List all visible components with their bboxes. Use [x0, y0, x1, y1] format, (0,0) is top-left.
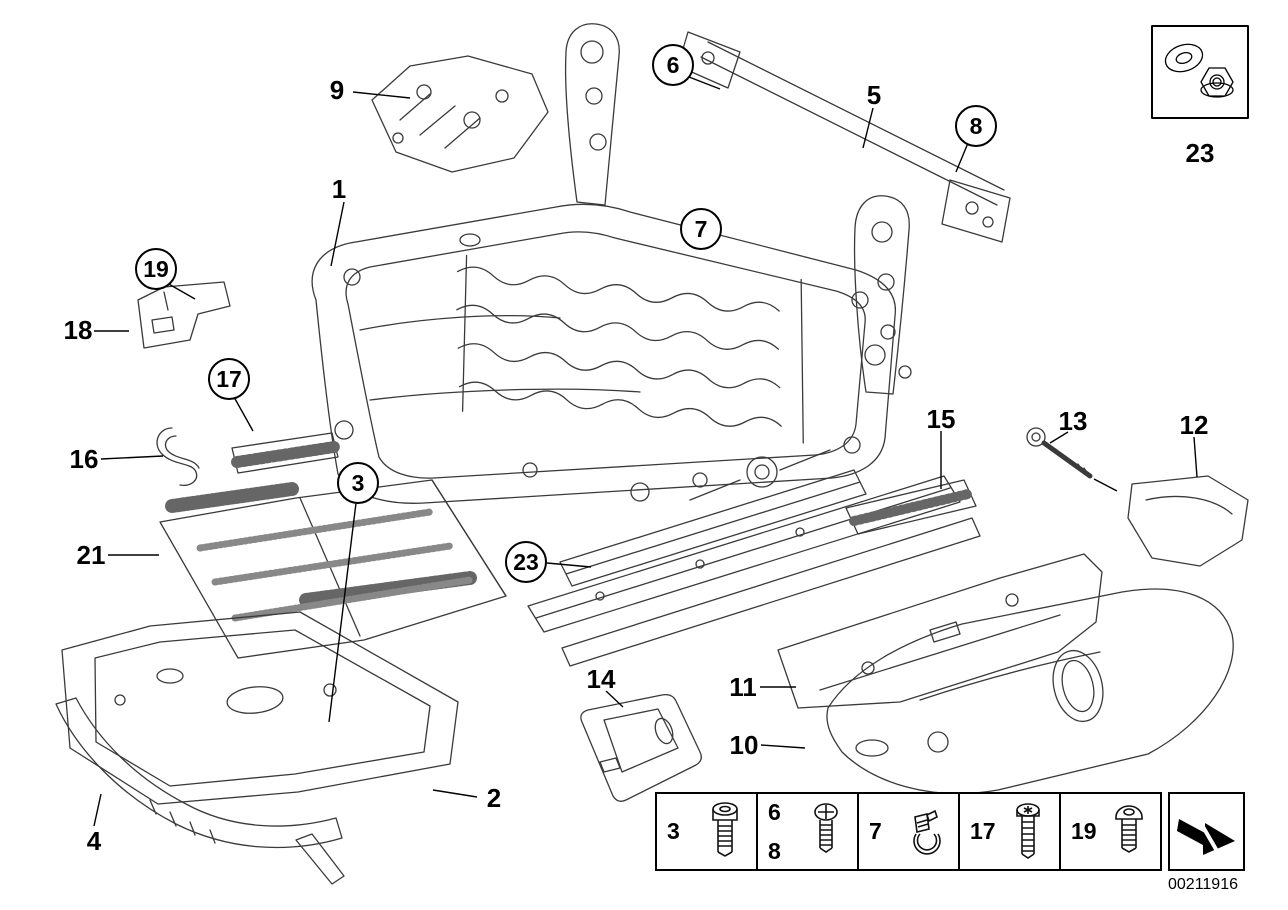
callout-5[interactable]: 5 — [866, 80, 882, 110]
backrest-strap-left — [564, 23, 620, 206]
legend-cell-19: 19 — [1059, 792, 1162, 871]
legend-cell-3: 3 — [655, 792, 758, 871]
callout-18[interactable]: 18 — [63, 315, 93, 345]
backrest-strap-right — [853, 195, 910, 395]
legend-label-3: 3 — [667, 818, 680, 844]
callout-21[interactable]: 21 — [76, 540, 106, 570]
cover-part-12 — [1127, 475, 1249, 567]
pan-head-screw-icon — [814, 802, 838, 853]
hardware-box-part-23 — [1151, 25, 1249, 119]
callout-16[interactable]: 16 — [69, 444, 99, 474]
callout-2[interactable]: 2 — [486, 783, 502, 813]
legend-label-6: 6 — [768, 798, 781, 825]
callout-4[interactable]: 4 — [86, 826, 102, 856]
callout-15[interactable]: 15 — [926, 404, 956, 434]
callout-13[interactable]: 13 — [1058, 406, 1088, 436]
clip-part-16 — [156, 427, 200, 486]
suspension-mat-part-7 — [456, 254, 804, 444]
legend-label-19: 19 — [1071, 818, 1097, 844]
callout-17[interactable]: 17 — [208, 358, 250, 400]
rail-part-17 — [231, 432, 340, 474]
seat-rails — [527, 344, 981, 667]
callout-23-top[interactable]: 23 — [1185, 138, 1215, 168]
callout-23-mid[interactable]: 23 — [505, 541, 547, 583]
button-head-screw-icon — [1115, 804, 1143, 853]
bracket-part-9 — [371, 55, 549, 173]
diagram-number: 00211916 — [1168, 876, 1238, 893]
legend-cell-17: 17 — [958, 792, 1061, 871]
spring-mat-part-21 — [159, 479, 507, 659]
torx-screw-icon — [1016, 802, 1040, 859]
callout-19[interactable]: 19 — [135, 248, 177, 290]
callout-9[interactable]: 9 — [329, 75, 345, 105]
callout-11[interactable]: 11 — [729, 672, 757, 702]
washer-icon — [1164, 43, 1204, 73]
legend-label-8: 8 — [768, 837, 781, 864]
legend-cell-7: 7 — [857, 792, 960, 871]
side-carrier-part-11 — [777, 553, 1103, 709]
front-trim-part-4 — [55, 697, 345, 885]
callout-6[interactable]: 6 — [652, 44, 694, 86]
socket-head-screw-icon — [712, 801, 738, 857]
fastener-legend: 3 6 8 — [655, 792, 1162, 871]
callout-14[interactable]: 14 — [586, 664, 616, 694]
callout-8[interactable]: 8 — [955, 105, 997, 147]
hose-clamp-icon — [913, 809, 941, 855]
callout-7[interactable]: 7 — [680, 208, 722, 250]
bolt-part-13 — [1026, 427, 1093, 479]
legend-label-17: 17 — [970, 818, 996, 844]
bracket-part-18-19 — [137, 281, 231, 349]
inner-rail-part-15 — [845, 479, 977, 535]
leader-lines — [93, 76, 1198, 827]
callout-1[interactable]: 1 — [331, 174, 347, 204]
side-panel-part-10 — [826, 588, 1234, 795]
next-diagram-arrow-icon — [1176, 811, 1235, 855]
seat-pan-part-2 — [61, 611, 459, 805]
callout-12[interactable]: 12 — [1179, 410, 1209, 440]
callout-3[interactable]: 3 — [337, 462, 379, 504]
callout-10[interactable]: 10 — [729, 730, 759, 760]
legend-label-7: 7 — [869, 818, 882, 844]
next-diagram-arrow-box[interactable] — [1168, 792, 1245, 871]
legend-cell-6-8: 6 8 — [756, 792, 859, 871]
flange-nut-icon — [1200, 67, 1234, 98]
switch-part-14 — [580, 693, 702, 802]
